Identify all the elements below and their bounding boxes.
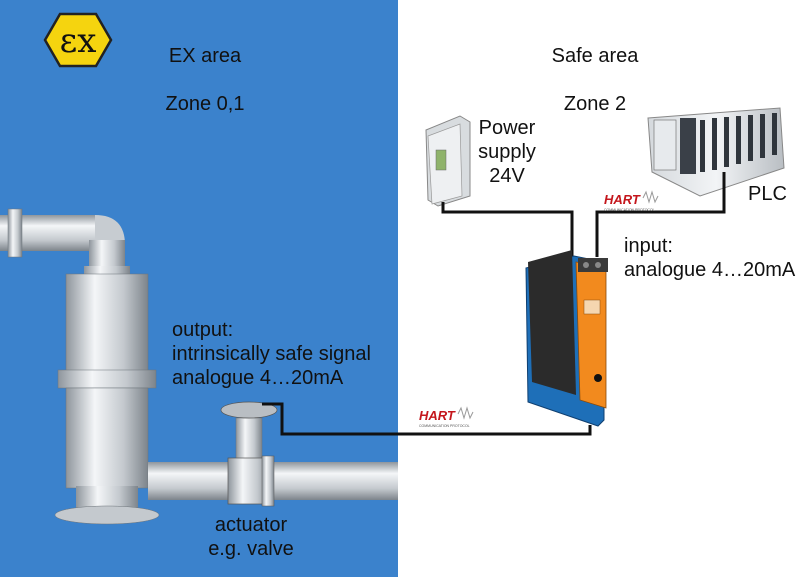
- hart-logo-bottom: HART COMMUNICATION PROTOCOL: [419, 406, 474, 428]
- power-supply-label: Power supply 24V: [478, 117, 536, 187]
- input-label: input: analogue 4…20mA: [624, 235, 796, 281]
- output-label: output: intrinsically safe signal analog…: [172, 319, 371, 389]
- signal-isolator-module: [525, 250, 608, 427]
- safe-area-heading: Safe area Zone 2: [530, 20, 660, 140]
- svg-text:COMMUNICATION PROTOCOL: COMMUNICATION PROTOCOL: [604, 208, 655, 212]
- plc-wire: [595, 172, 726, 257]
- power-supply-device: [425, 115, 471, 207]
- svg-text:HART: HART: [419, 408, 456, 423]
- ex-badge-text: εx: [60, 21, 97, 61]
- actuator-label: actuator e.g. valve: [208, 514, 294, 560]
- ex-area-heading: EX area Zone 0,1: [150, 20, 260, 140]
- wiring: [262, 172, 726, 436]
- plc-label: PLC: [748, 183, 787, 205]
- svg-text:COMMUNICATION PROTOCOL: COMMUNICATION PROTOCOL: [419, 424, 470, 428]
- safe-area-zone: Zone 2: [563, 93, 627, 115]
- svg-text:HART: HART: [604, 192, 641, 207]
- ex-warning-icon: εx: [43, 12, 113, 68]
- pipe-system-illustration: [0, 208, 398, 525]
- ex-area-zone: Zone 0,1: [165, 93, 245, 115]
- hart-logo-top: HART COMMUNICATION PROTOCOL: [604, 190, 659, 212]
- power-wire: [441, 202, 574, 257]
- output-wire: [262, 402, 592, 436]
- safe-area-title: Safe area: [551, 45, 639, 67]
- plc-device: [647, 107, 785, 197]
- ex-area-title: EX area: [168, 45, 242, 67]
